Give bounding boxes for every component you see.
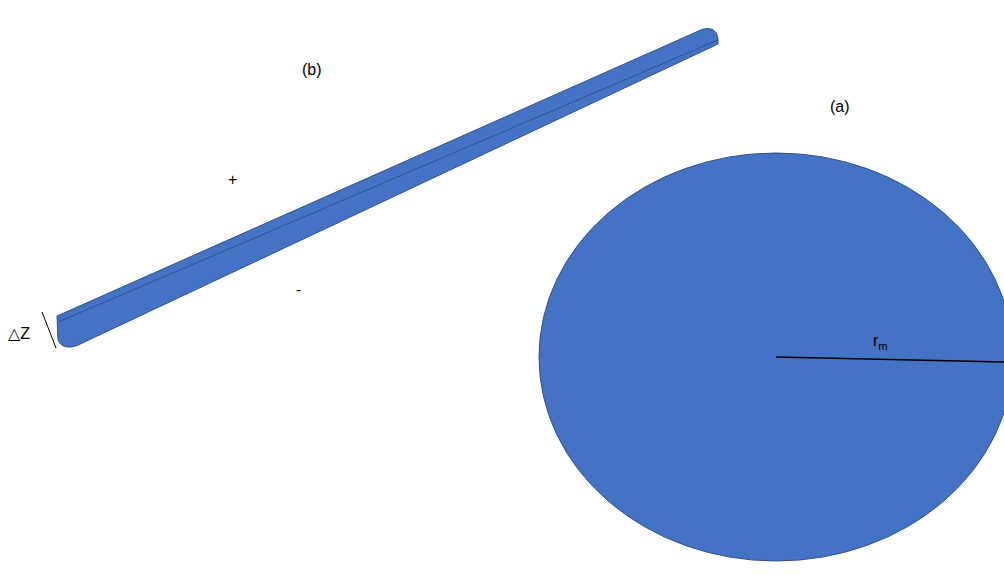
dimension-label: △Z [8, 324, 30, 343]
ellipse-shape [538, 152, 1004, 562]
part-label: (a) [830, 97, 850, 116]
thickness-tick [42, 312, 56, 348]
ellipse-disc: (a)rm [538, 152, 1004, 562]
part-label: (b) [302, 60, 322, 79]
polarity-sign: + [228, 170, 237, 189]
polarity-sign: - [296, 280, 301, 299]
radius-line [776, 357, 1004, 362]
radius-label: rm [873, 331, 888, 353]
